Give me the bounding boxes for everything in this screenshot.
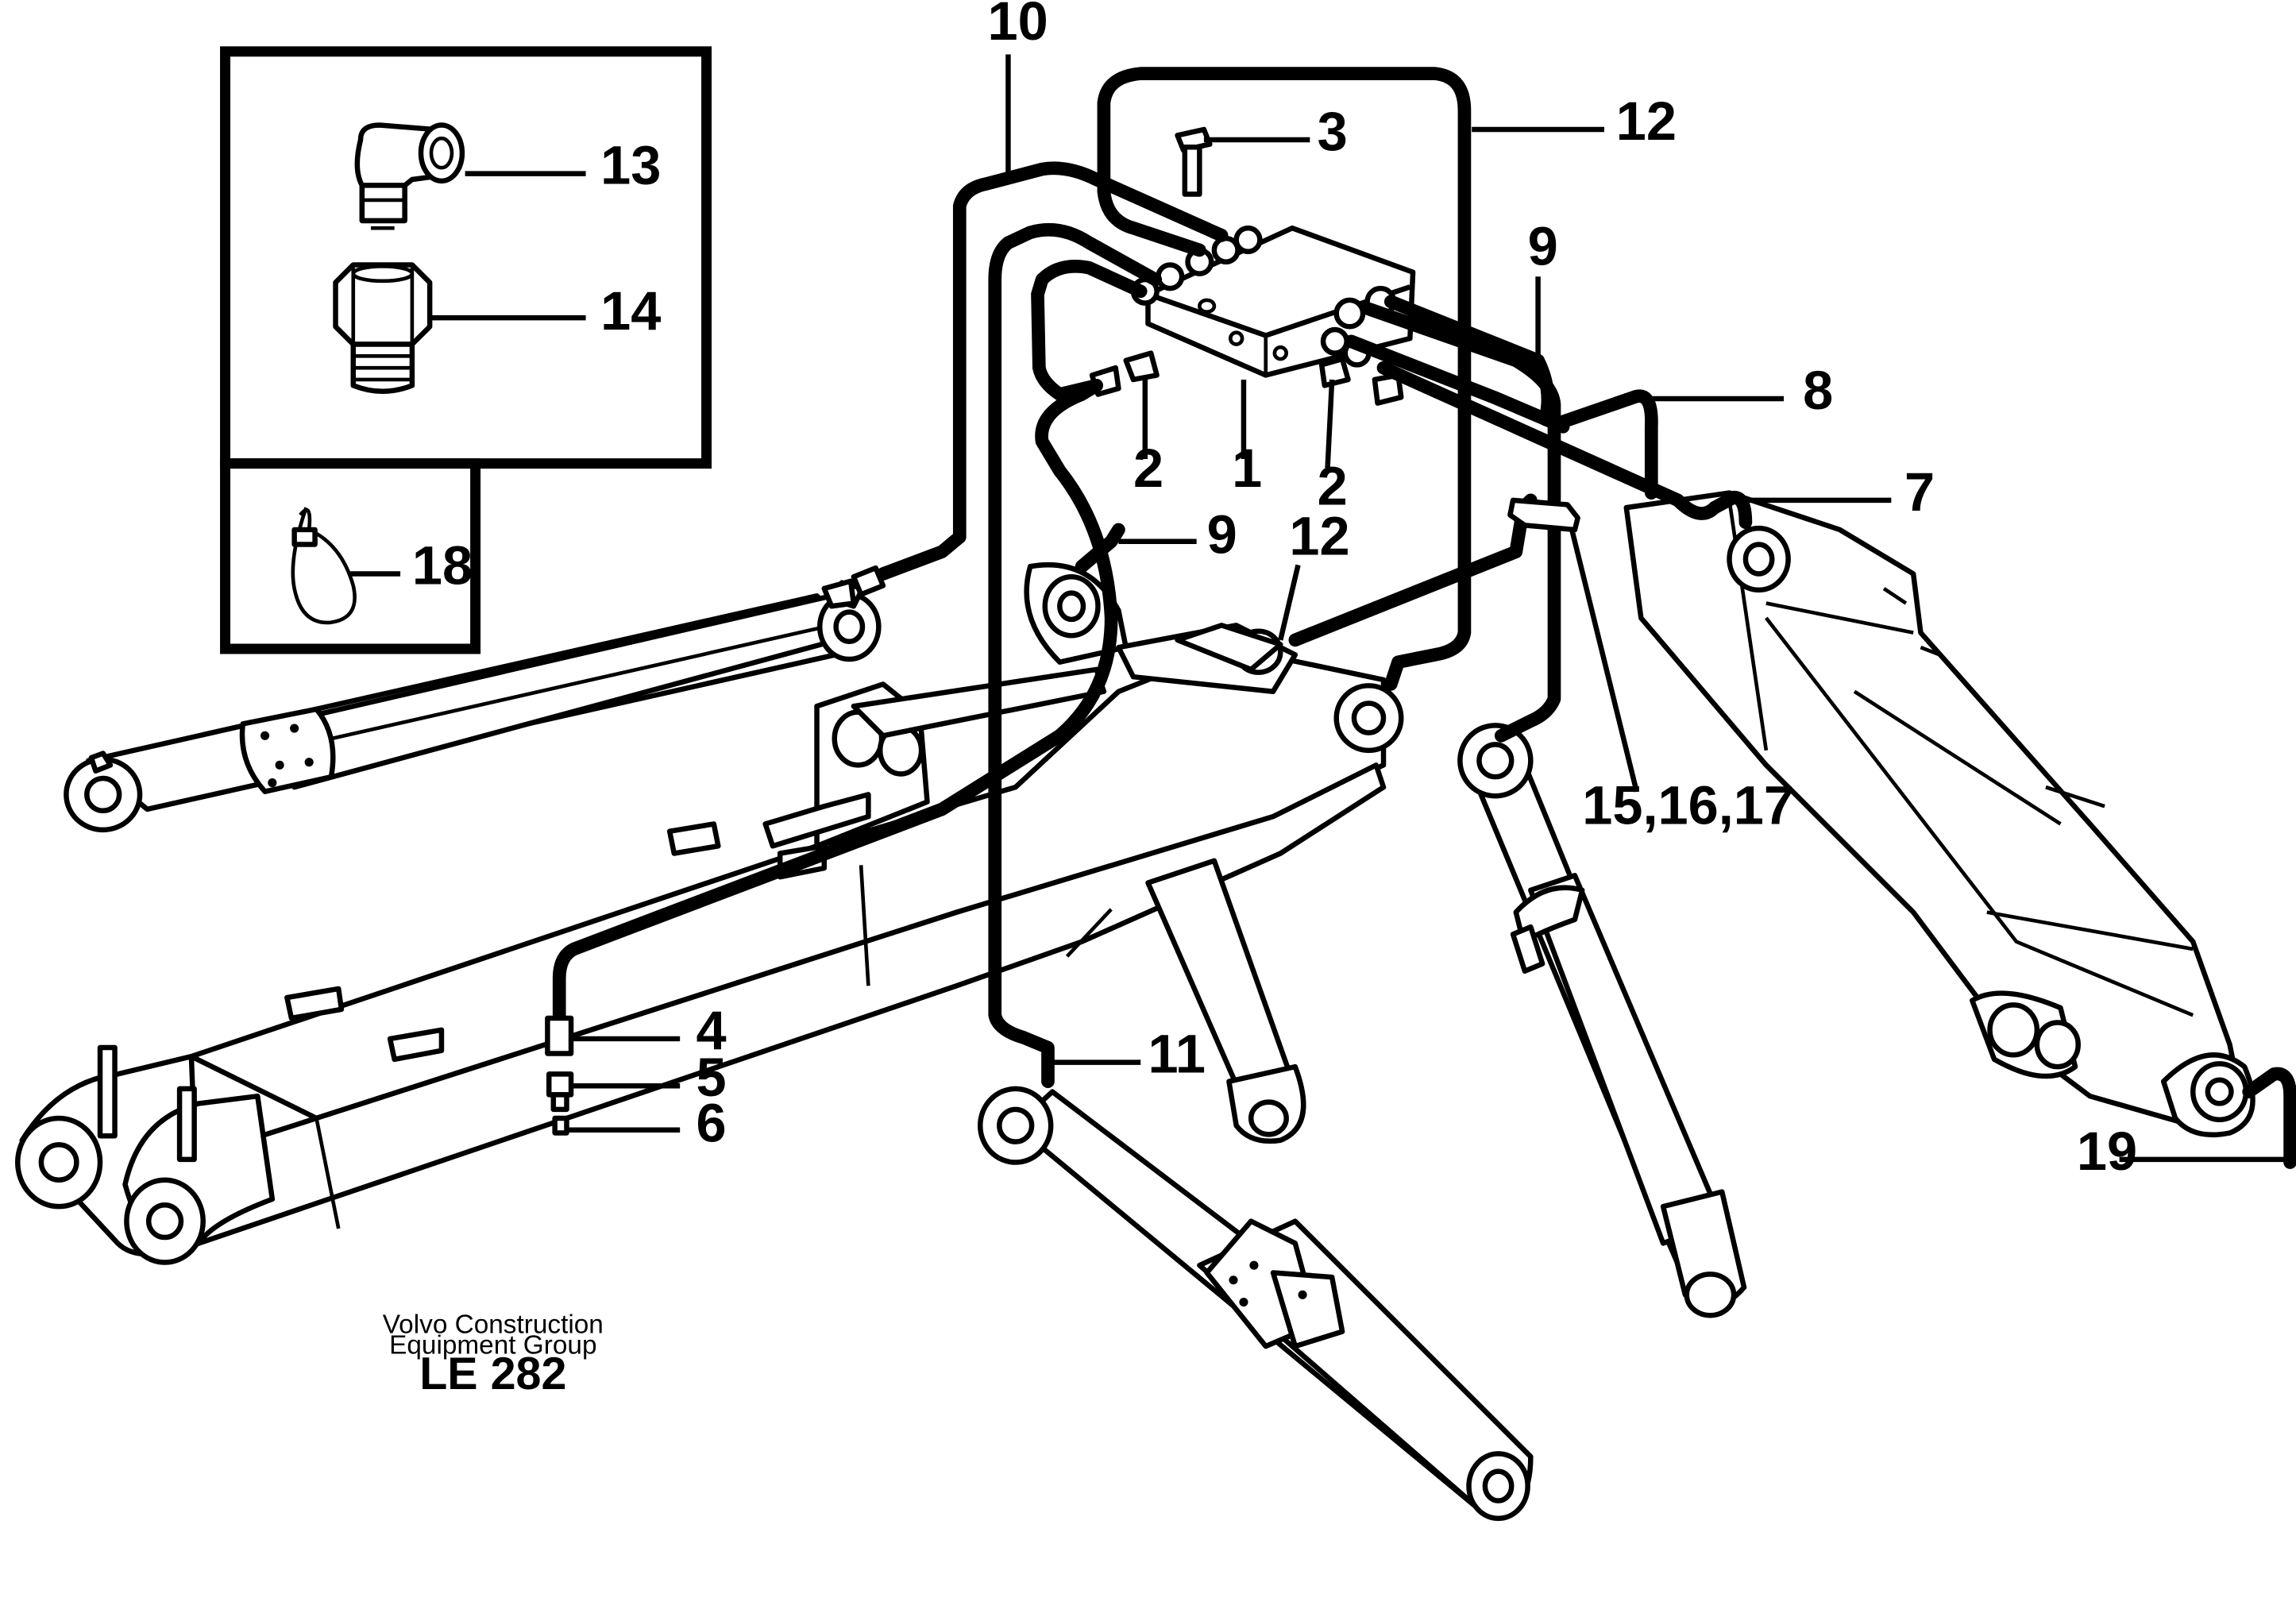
callout-7: 7 [1904, 461, 1935, 523]
hoses [545, 67, 2296, 1169]
callout-11: 11 [1148, 1024, 1206, 1085]
boom-arm [14, 562, 1404, 1265]
callout-labels: 1 2 2 3 4 5 6 7 8 9 9 10 11 12 12 13 14 … [412, 0, 2137, 1182]
bucket-cylinder-right [1457, 723, 1747, 1318]
credit-block: Volvo Construction Equipment Group LE 28… [383, 1310, 604, 1399]
dipper-arm [1623, 490, 2255, 1138]
callout-18: 18 [412, 534, 473, 596]
credit-line-2: Equipment Group [389, 1330, 596, 1360]
callout-15-16-17: 15,16,17 [1582, 774, 1794, 836]
callout-12-top: 12 [1616, 91, 1677, 152]
callout-8: 8 [1803, 360, 1833, 421]
arm-cylinder-middle [1145, 858, 1306, 1144]
callout-10: 10 [988, 0, 1048, 52]
callout-5: 5 [697, 1047, 727, 1108]
callout-9-top: 9 [1528, 215, 1558, 276]
leader-lines [349, 54, 2290, 1163]
callout-12-middle: 12 [1289, 505, 1349, 566]
callout-13: 13 [600, 135, 661, 196]
boom-cylinder-left [64, 580, 882, 833]
callout-6: 6 [697, 1093, 727, 1154]
cable-tie [291, 507, 357, 625]
callout-2-left: 2 [1133, 438, 1163, 499]
hose-nut [333, 262, 433, 394]
inset-fittings [220, 46, 712, 654]
credit-line-1: Volvo Construction [383, 1310, 604, 1339]
lower-cylinder-center [977, 1086, 1534, 1522]
callout-9-middle: 9 [1207, 504, 1237, 565]
callout-14: 14 [600, 280, 661, 342]
drawing-code: LE 282 [419, 1349, 566, 1399]
elbow-fitting [354, 122, 465, 230]
callout-19: 19 [2077, 1121, 2137, 1182]
callout-1: 1 [1232, 438, 1262, 499]
callout-2-right: 2 [1318, 455, 1348, 516]
callout-4: 4 [697, 1000, 727, 1061]
callout-3: 3 [1318, 101, 1348, 162]
